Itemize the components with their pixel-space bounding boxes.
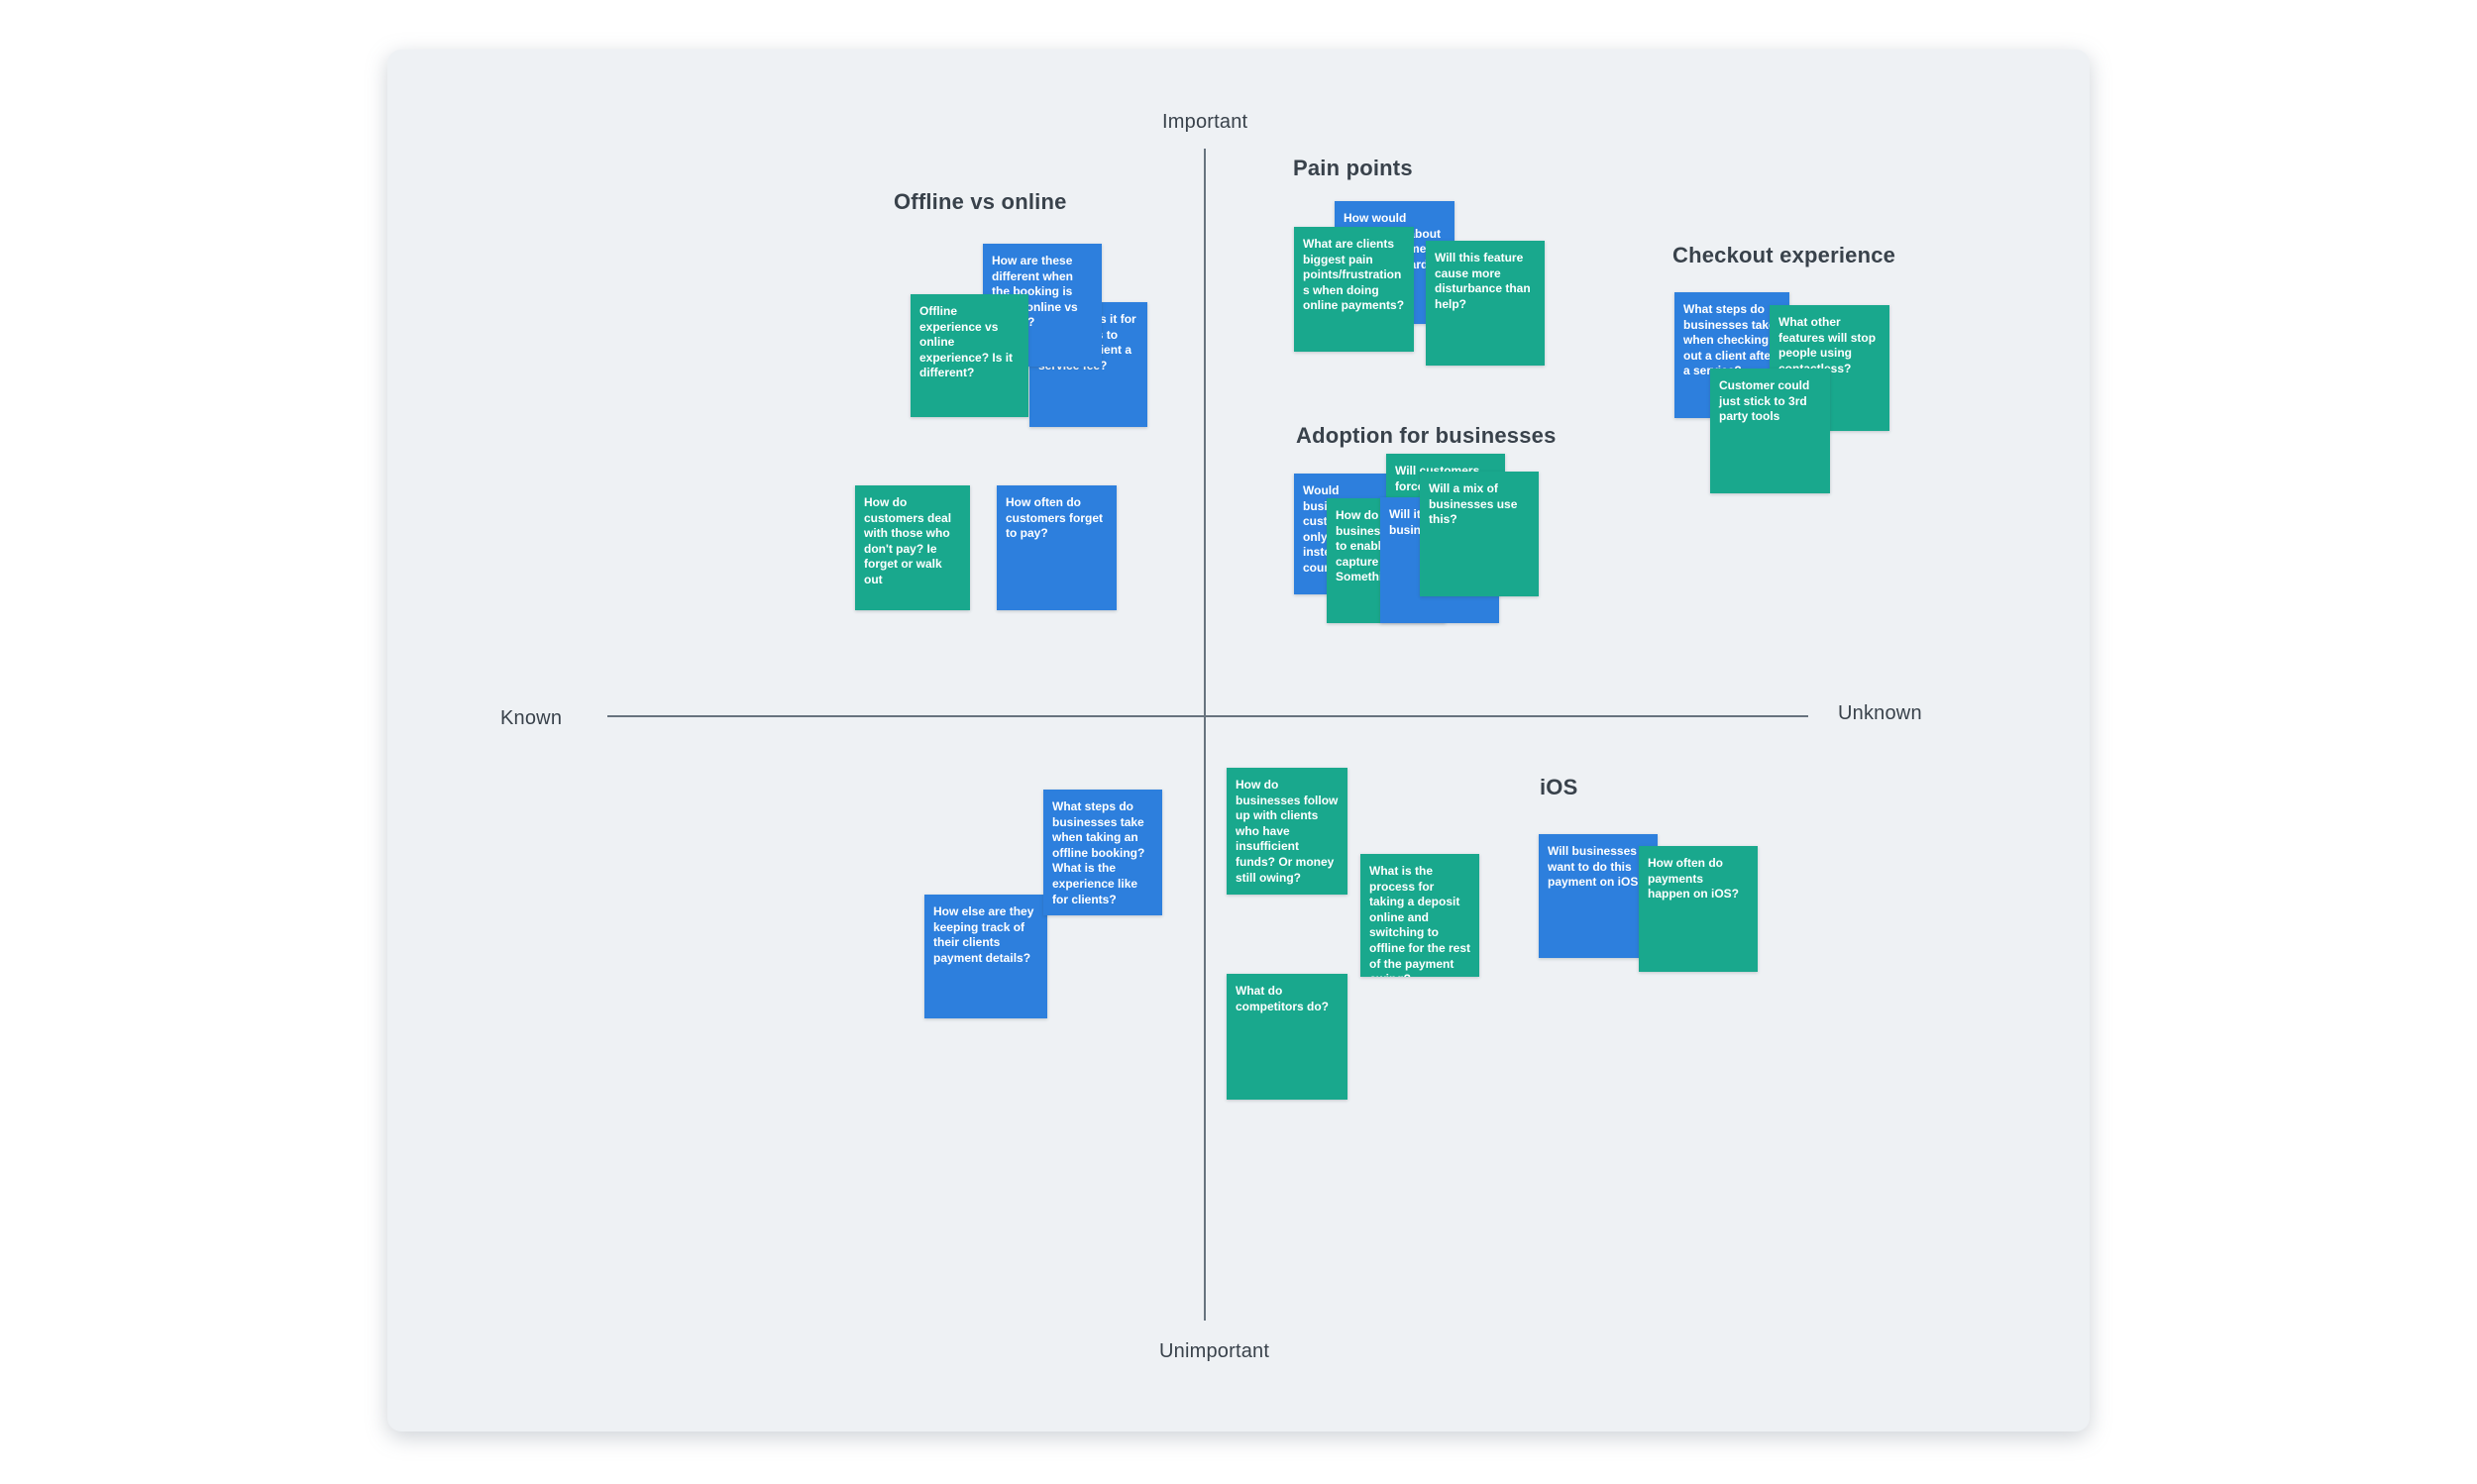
section-header-checkout-experience[interactable]: Checkout experience bbox=[1672, 243, 1896, 267]
sticky-note[interactable]: What steps do businesses take when takin… bbox=[1043, 790, 1162, 915]
sticky-note[interactable]: Will this feature cause more disturbance… bbox=[1426, 241, 1545, 366]
axis-label-important[interactable]: Important bbox=[1162, 111, 1248, 133]
vertical-axis-line[interactable] bbox=[1204, 149, 1206, 1321]
sticky-note[interactable]: What do competitors do? bbox=[1227, 974, 1347, 1100]
sticky-note[interactable]: How often do payments happen on iOS? bbox=[1639, 846, 1758, 972]
section-header-ios[interactable]: iOS bbox=[1540, 775, 1578, 799]
axis-label-unimportant[interactable]: Unimportant bbox=[1159, 1340, 1270, 1362]
sticky-note[interactable]: How often do customers forget to pay? bbox=[997, 485, 1117, 610]
horizontal-axis-line[interactable] bbox=[607, 715, 1808, 717]
quadrant-board: Important Unimportant Known Unknown Offl… bbox=[387, 50, 2090, 1431]
sticky-note[interactable]: What is the process for taking a deposit… bbox=[1360, 854, 1479, 977]
sticky-note[interactable]: How do customers deal with those who don… bbox=[855, 485, 970, 610]
sticky-note[interactable]: How do businesses follow up with clients… bbox=[1227, 768, 1347, 895]
sticky-note[interactable]: Will a mix of businesses use this? bbox=[1420, 472, 1539, 596]
sticky-note[interactable]: What are clients biggest pain points/fru… bbox=[1294, 227, 1414, 352]
section-header-pain-points[interactable]: Pain points bbox=[1293, 156, 1413, 180]
sticky-note[interactable]: Will businesses want to do this payment … bbox=[1539, 834, 1658, 958]
axis-label-known[interactable]: Known bbox=[500, 707, 563, 729]
sticky-note[interactable]: How else are they keeping track of their… bbox=[924, 895, 1047, 1018]
axis-label-unknown[interactable]: Unknown bbox=[1838, 702, 1922, 724]
section-header-adoption-for-businesses[interactable]: Adoption for businesses bbox=[1296, 423, 1557, 448]
section-header-offline-vs-online[interactable]: Offline vs online bbox=[894, 189, 1067, 214]
sticky-note[interactable]: Customer could just stick to 3rd party t… bbox=[1710, 369, 1830, 493]
sticky-note[interactable]: Offline experience vs online experience?… bbox=[911, 294, 1028, 417]
